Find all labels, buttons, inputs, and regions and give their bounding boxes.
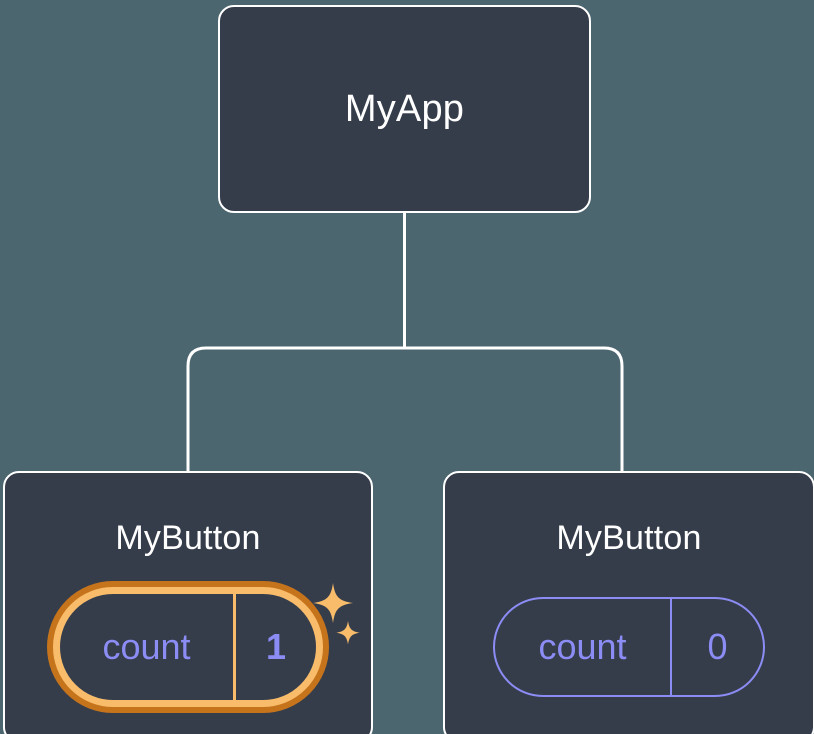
tree-node-root[interactable]: MyApp (218, 5, 591, 213)
state-value: 0 (670, 599, 763, 695)
node-title: MyButton (556, 519, 702, 557)
state-key: count (538, 626, 627, 667)
node-title: MyApp (344, 88, 465, 130)
state-pill-wrapper: count 0 (493, 597, 765, 697)
node-title: MyButton (115, 519, 261, 557)
state-key: count (102, 626, 191, 667)
state-pill[interactable]: count 0 (493, 597, 765, 697)
state-pill-inner: count 1 (60, 594, 316, 700)
tree-node-child-1[interactable]: MyButton count 0 (443, 471, 814, 734)
state-value: 1 (233, 594, 316, 700)
tree-node-child-0[interactable]: MyButton count 1 (3, 471, 373, 734)
connector-children-bus (186, 346, 624, 474)
state-pill-highlighted[interactable]: count 1 (47, 581, 329, 713)
sparkle-small-icon (336, 621, 360, 645)
state-pill-wrapper: count 1 (47, 581, 360, 713)
